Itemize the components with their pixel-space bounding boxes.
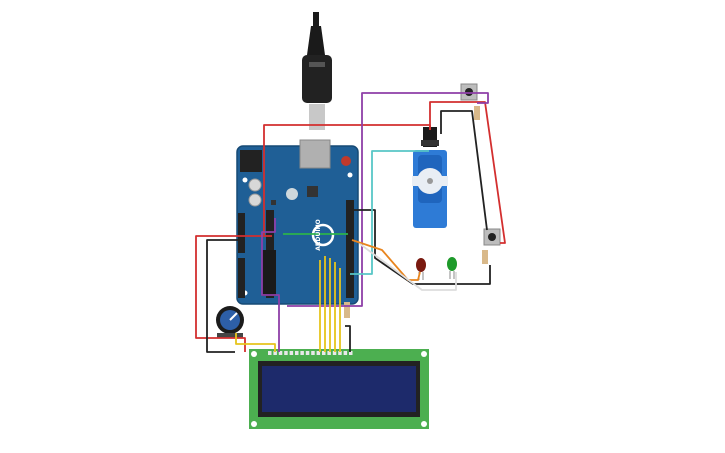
wire-purple-left [261,218,280,352]
led-red [416,258,426,280]
lcd-pin [284,351,288,355]
lcd-pin [278,351,283,355]
wire-white [359,243,457,291]
lcd-pin [289,351,294,355]
reset-button [341,156,351,166]
wire-red-left [195,235,272,352]
lcd-pin [273,351,277,355]
lcd-pin [305,351,310,355]
lcd-pin [268,351,272,355]
push-button-top [460,83,480,120]
wire-black-lcd [345,325,351,352]
lcd-pin [349,351,353,355]
resistor-icon [482,250,488,264]
lcd-pin [343,351,348,355]
push-button-right [482,228,501,264]
arduino-logo-icon [311,223,335,247]
wire-black-right [350,209,491,285]
wire-black-top [440,110,488,231]
lcd-pin-header [268,351,353,355]
led-icon [447,257,457,271]
lcd-pin [322,351,326,355]
led-green [447,257,457,279]
lcd-pin [311,351,315,355]
arduino-board [236,139,359,305]
wire-red-right [429,101,506,244]
lcd-pin [332,351,337,355]
lcd-display [249,349,429,429]
usb-cable [302,12,332,130]
resistor-icon [344,302,350,318]
led-icon [416,258,426,272]
wire-yellow-pot [235,333,276,352]
servo-motor [412,127,448,228]
wire-black-left [206,239,238,353]
lcd-pin [300,351,304,355]
potentiometer [216,306,244,338]
resistor-icon [474,106,480,120]
lcd-pin [327,351,331,355]
wires [195,92,506,353]
lcd-pin [338,351,342,355]
lcd-pin [295,351,299,355]
wire-teal [350,150,429,275]
wire-purple-top [287,92,489,307]
lcd-pin [316,351,321,355]
